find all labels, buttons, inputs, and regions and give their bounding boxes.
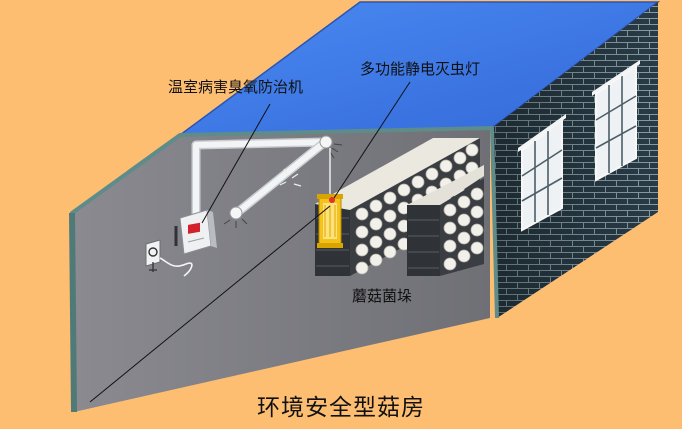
power-socket [145, 239, 161, 272]
mushroom-block-stack-2 [407, 165, 484, 276]
pipe-nozzle-lower [223, 206, 248, 228]
side-window-left [518, 114, 566, 232]
insect-lamp-label: 多功能静电灭虫灯 [360, 60, 481, 78]
diagram-caption: 环境安全型菇房 [257, 395, 425, 421]
side-window-right [592, 60, 640, 182]
ozone-device-label: 温室病害臭氧防治机 [168, 78, 304, 96]
spray-marks [279, 168, 302, 187]
insect-killer-lamp [317, 148, 343, 248]
leader-lines [89, 81, 411, 403]
mushroom-blocks-label: 蘑菇菌垛 [352, 287, 413, 305]
ozone-pipe [191, 137, 330, 220]
pipe-nozzle-upper [319, 135, 343, 159]
power-cord [159, 257, 193, 277]
